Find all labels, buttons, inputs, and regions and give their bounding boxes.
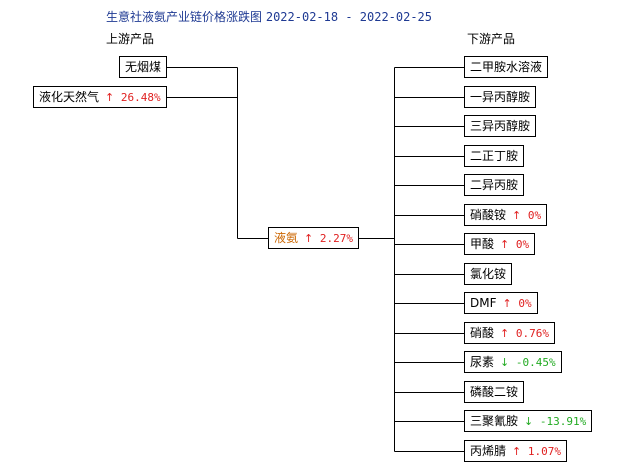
chart-title: 生意社液氨产业链价格涨跌图 2022-02-18 - 2022-02-25 <box>106 8 432 25</box>
node-downstream-9: 硝酸 ↑ 0.76% <box>464 322 555 344</box>
upstream-heading: 上游产品 <box>106 32 155 46</box>
arrow-up-icon: ↑ <box>500 238 510 251</box>
node-change: ↑ 0% <box>502 297 532 310</box>
node-downstream-7: 氯化铵 <box>464 263 513 285</box>
arrow-down-icon: ↓ <box>524 415 534 428</box>
node-downstream-11: 磷酸二铵 <box>464 381 525 403</box>
node-name: 二正丁胺 <box>470 149 519 163</box>
node-change: ↑ 1.07% <box>512 445 561 458</box>
node-change: ↑ 0% <box>512 209 542 222</box>
node-upstream-1: 液化天然气 ↑ 26.48% <box>33 86 167 108</box>
arrow-up-icon: ↑ <box>502 297 512 310</box>
node-change: ↓ -0.45% <box>500 356 556 369</box>
node-name: 尿素 <box>470 355 495 369</box>
node-name: 无烟煤 <box>125 60 162 74</box>
node-name: 二异丙胺 <box>470 178 519 192</box>
node-change: ↑ 26.48% <box>105 91 161 104</box>
node-name: 液氨 <box>274 231 299 245</box>
arrow-up-icon: ↑ <box>500 327 510 340</box>
title-text: 生意社液氨产业链价格涨跌图 <box>106 10 263 24</box>
node-name: DMF <box>470 296 497 310</box>
node-downstream-12: 三聚氰胺 ↓ -13.91% <box>464 410 593 432</box>
arrow-up-icon: ↑ <box>512 445 522 458</box>
node-name: 磷酸二铵 <box>470 385 519 399</box>
node-name: 二甲胺水溶液 <box>470 60 543 74</box>
arrow-up-icon: ↑ <box>105 91 115 104</box>
arrow-up-icon: ↑ <box>512 209 522 222</box>
node-name: 三聚氰胺 <box>470 414 519 428</box>
node-downstream-10: 尿素 ↓ -0.45% <box>464 351 562 373</box>
node-downstream-3: 二正丁胺 <box>464 145 525 167</box>
arrow-up-icon: ↑ <box>304 232 314 245</box>
node-name: 甲酸 <box>470 237 495 251</box>
node-downstream-4: 二异丙胺 <box>464 174 525 196</box>
node-name: 氯化铵 <box>470 267 507 281</box>
node-change: ↑ 2.27% <box>304 232 353 245</box>
node-downstream-1: 一异丙醇胺 <box>464 86 537 108</box>
node-change: ↑ 0% <box>500 238 530 251</box>
node-upstream-0: 无烟煤 <box>119 56 168 78</box>
node-downstream-13: 丙烯腈 ↑ 1.07% <box>464 440 567 462</box>
node-name: 三异丙醇胺 <box>470 119 531 133</box>
node-change: ↓ -13.91% <box>524 415 587 428</box>
node-center: 液氨 ↑ 2.27% <box>268 227 359 249</box>
arrow-down-icon: ↓ <box>500 356 510 369</box>
node-downstream-8: DMF ↑ 0% <box>464 292 538 314</box>
node-name: 硝酸铵 <box>470 208 507 222</box>
node-change: ↑ 0.76% <box>500 327 549 340</box>
node-downstream-2: 三异丙醇胺 <box>464 115 537 137</box>
downstream-heading: 下游产品 <box>467 32 516 46</box>
node-name: 丙烯腈 <box>470 444 507 458</box>
node-name: 硝酸 <box>470 326 495 340</box>
node-name: 液化天然气 <box>39 90 100 104</box>
node-downstream-0: 二甲胺水溶液 <box>464 56 549 78</box>
node-downstream-6: 甲酸 ↑ 0% <box>464 233 536 255</box>
title-date-range: 2022-02-18 - 2022-02-25 <box>265 10 433 24</box>
node-downstream-5: 硝酸铵 ↑ 0% <box>464 204 548 226</box>
node-name: 一异丙醇胺 <box>470 90 531 104</box>
